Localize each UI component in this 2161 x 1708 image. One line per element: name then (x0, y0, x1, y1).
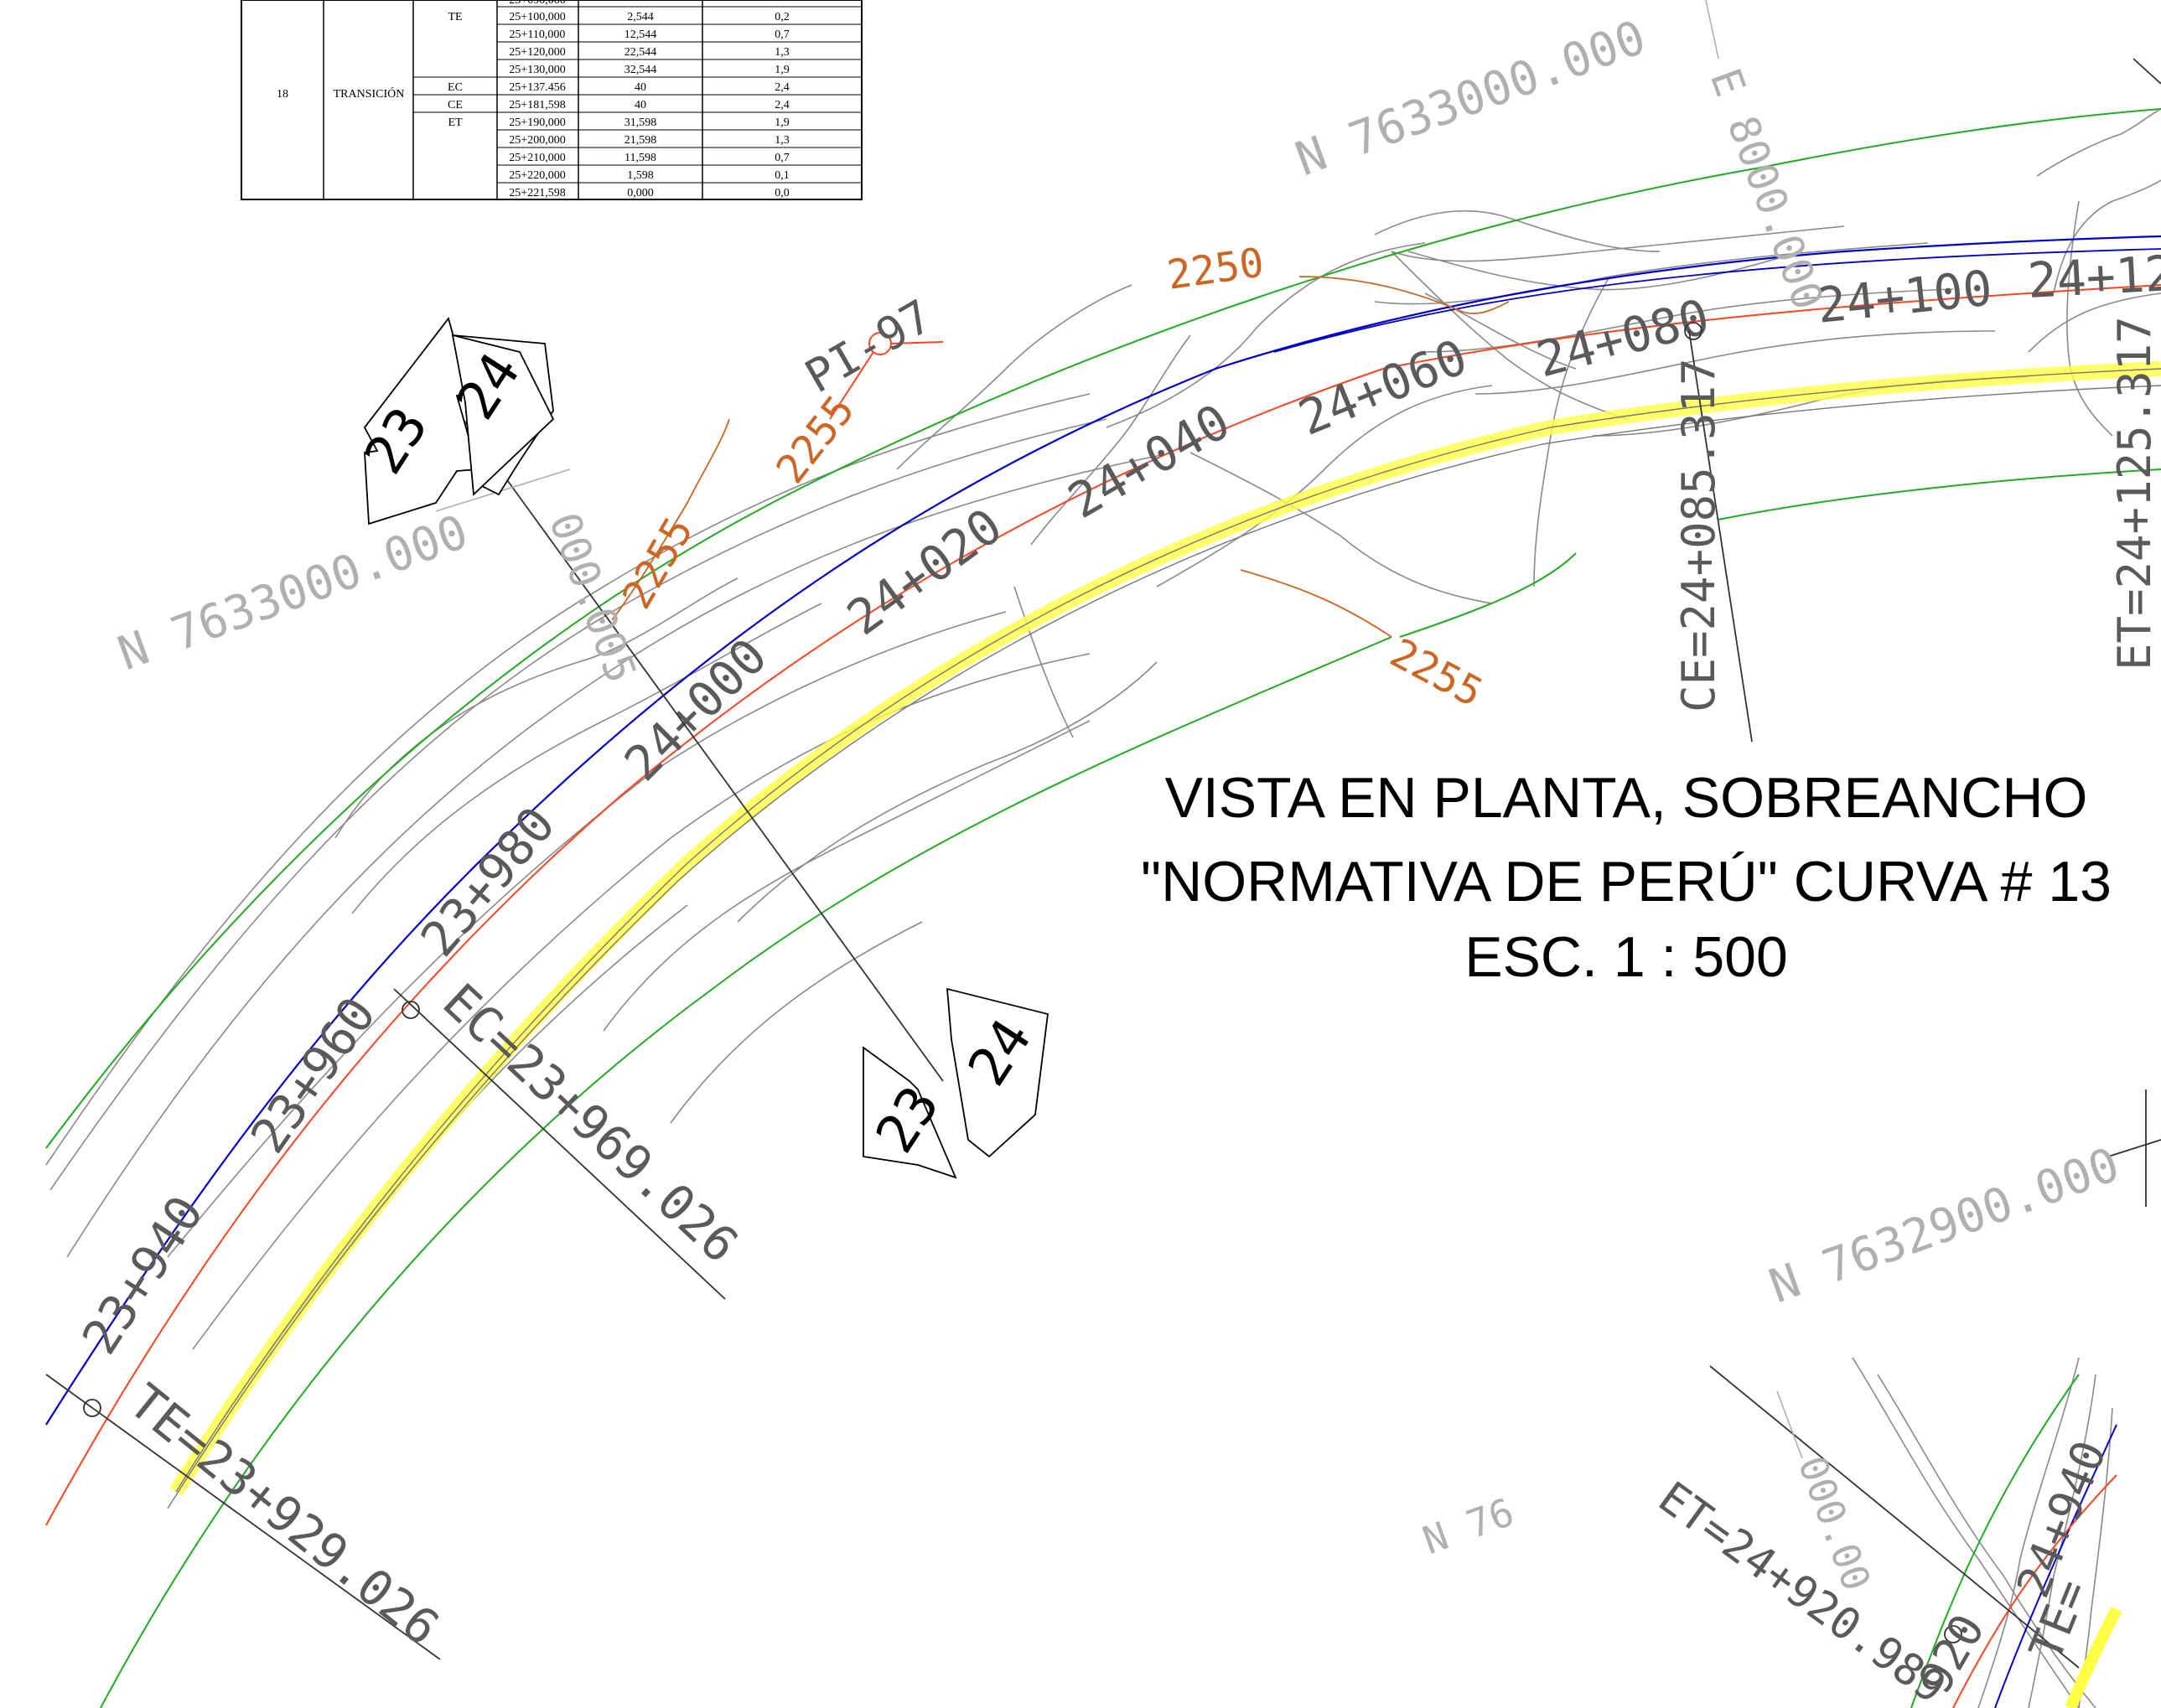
table-row-number: 18 (277, 88, 288, 101)
table-cell-station: 25+190,000 (509, 116, 565, 129)
table-cell-value-b: 1,9 (775, 116, 790, 129)
table-cell-value-a: 22,544 (624, 46, 657, 59)
title-line-1: VISTA EN PLANTA, SOBREANCHO (1165, 766, 2088, 830)
table-cell-value-a: 31,598 (624, 116, 657, 129)
contour-label-2250: 2250 (1164, 239, 1267, 299)
table-cell-value-a: 1,598 (627, 169, 654, 182)
table-cell-value-b: 1,3 (775, 46, 790, 59)
ec-label: EC=23+969.026 (432, 973, 749, 1274)
table-cell-point: ET (448, 116, 463, 129)
station-23-960: 23+960 (240, 986, 387, 1163)
table-cell-point: TE (448, 11, 462, 23)
et-label: ET=24+125.317 (2108, 316, 2161, 670)
station-24-100: 24+100 (1814, 259, 1994, 334)
table-cell-value-b: 2,4 (775, 99, 790, 111)
widening-inner (175, 368, 2161, 1493)
edge-red-outer (45, 284, 2161, 1526)
centerline-blue-2 (1273, 248, 2161, 353)
table-cell-point: CE (448, 99, 463, 111)
station-24-020: 24+020 (837, 497, 1012, 646)
key-point-lines (45, 58, 2161, 1669)
outer-edge-green (45, 108, 2161, 1149)
table-cell-station: 25+130,000 (509, 64, 565, 76)
bottom-right-yellow (2065, 1606, 2122, 1708)
table-cell-value-b: 2,4 (775, 81, 790, 94)
centerline-blue (45, 235, 2161, 1426)
inner-edge-green (100, 636, 1392, 1708)
table-cell-value-b: 0,7 (775, 152, 790, 164)
widening-table: 25+090,000 18 TRANSICIÓN TE 25+100,000 2,5… (241, 0, 863, 200)
table-cell-point: EC (448, 81, 463, 94)
table-cell-station: 25+110,000 (510, 28, 566, 41)
table-cell-station: 25+210,000 (509, 152, 565, 164)
table-cell-value-a: 40 (635, 99, 646, 111)
grid-n-right: N 7632900.000 (1763, 1137, 2127, 1314)
table-cell-station: 25+221,598 (509, 187, 565, 199)
grid-e-top: E 8000.000 (1701, 62, 1832, 316)
pi-label: PI-97 (796, 289, 941, 403)
table-cell-station: 25+100,000 (509, 11, 565, 23)
table-cell-value-b: 0,0 (775, 187, 790, 199)
table-cell-station: 25+220,000 (509, 169, 565, 182)
section-arrow-right (863, 987, 1049, 1179)
bottom-right-red (1952, 1474, 2117, 1708)
title-line-2: "NORMATIVA DE PERÚ" CURVA # 13 (1141, 850, 2112, 914)
table-cell-value-a: 40 (635, 81, 646, 94)
table-top-row-partial: 25+090,000 (509, 0, 565, 7)
table-cell-value-b: 0,1 (775, 169, 790, 182)
contour-label-2255-c: 2255 (1382, 629, 1490, 717)
road-alignment (45, 108, 2161, 1708)
station-24-12: 24+12 (2026, 245, 2161, 309)
station-24-040: 24+040 (1059, 392, 1239, 530)
table-cell-value-a: 2,544 (627, 11, 654, 23)
table-cell-value-a: 0,000 (627, 187, 654, 199)
et-bottom-label: ET=24+920.989 (1649, 1473, 1955, 1708)
table-type: TRANSICIÓN (334, 86, 405, 101)
station-23-940: 23+940 (71, 1186, 215, 1364)
table-cell-value-a: 12,544 (624, 28, 657, 41)
table-cell-station: 25+137.456 (509, 81, 565, 94)
table-cell-value-b: 0,2 (775, 11, 790, 23)
bottom-right-blue (1994, 1424, 2117, 1708)
contours (611, 276, 1510, 638)
grid-n-left: N 7633000.000 (111, 505, 475, 681)
section-arrow-left (363, 317, 555, 525)
bottom-right-green (1910, 1374, 2080, 1708)
table-cell-value-a: 21,598 (624, 134, 657, 147)
edge-green-far-right (1718, 468, 2161, 520)
table-cell-station: 25+120,000 (509, 46, 565, 59)
grid-ticks (435, 0, 1803, 1459)
edge-green-right-seg (1399, 552, 1577, 638)
table-cell-value-a: 32,544 (624, 64, 657, 76)
contour-label-2255-b: 2255 (614, 510, 702, 617)
table-cell-value-b: 1,3 (775, 134, 790, 147)
terrain-lines (45, 108, 2161, 1708)
widening-outer (167, 385, 2161, 1509)
table-cell-station: 25+181,598 (509, 99, 565, 111)
table-cell-value-b: 1,9 (775, 64, 790, 76)
ce-label: CE=24+085.317 (1672, 358, 1725, 712)
contour-label-2255-a: 2255 (767, 387, 863, 493)
station-24-060: 24+060 (1291, 328, 1475, 447)
te-label: TE=23+929.026 (118, 1373, 450, 1657)
table-cell-value-a: 11,598 (624, 152, 656, 164)
table-cell-value-b: 0,7 (775, 28, 790, 41)
title-line-3: ESC. 1 : 500 (1464, 925, 1788, 989)
title-block: VISTA EN PLANTA, SOBREANCHO "NORMATIVA D… (1141, 766, 2112, 989)
grid-n-partial: N 76 (1417, 1489, 1520, 1564)
station-23-980: 23+980 (410, 796, 567, 967)
table-cell-station: 25+200,000 (509, 134, 565, 147)
grid-n-top: N 7633000.000 (1289, 10, 1653, 187)
